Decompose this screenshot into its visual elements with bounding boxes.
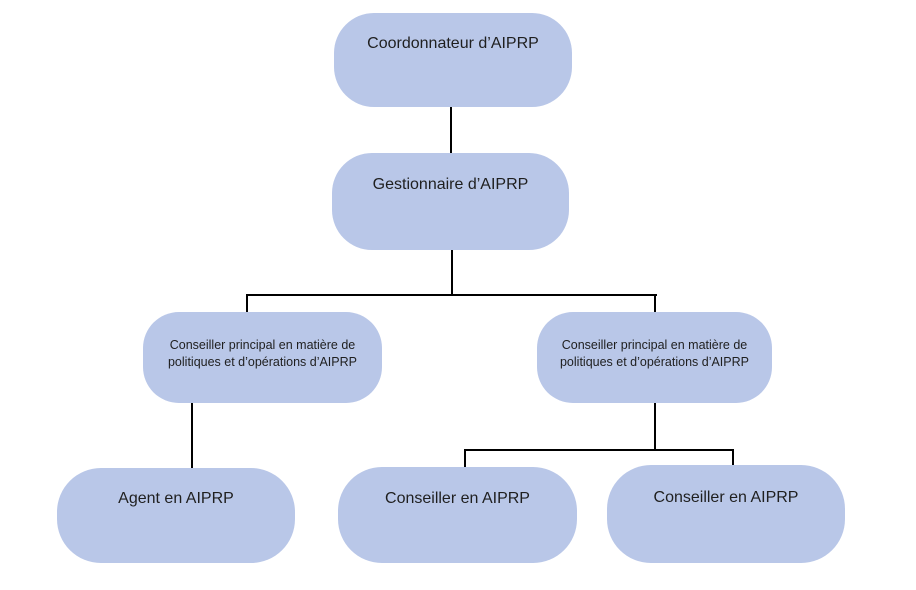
org-node-gestionnaire: Gestionnaire d’AIPRP: [332, 153, 569, 250]
connector-gestionnaire-branch: [246, 294, 657, 296]
connector-coordonnateur-gestionnaire: [450, 107, 452, 153]
org-node-agent: Agent en AIPRP: [57, 468, 295, 563]
org-node-label: Conseiller en AIPRP: [385, 489, 530, 507]
connector-drop-conseiller-principal-2: [654, 294, 656, 312]
connector-drop-conseiller-1: [464, 449, 466, 467]
connector-drop-conseiller-2: [732, 449, 734, 465]
org-node-label: Gestionnaire d’AIPRP: [372, 176, 529, 193]
org-node-conseiller-2: Conseiller en AIPRP: [607, 465, 845, 563]
org-node-label: Coordonnateur d’AIPRP: [367, 34, 539, 52]
org-node-label: Conseiller principal en matière de polit…: [167, 337, 357, 369]
connector-principal2-stem: [654, 403, 656, 451]
connector-gestionnaire-stem: [451, 250, 453, 296]
org-node-conseiller-principal-1: Conseiller principal en matière de polit…: [143, 312, 382, 403]
org-node-conseiller-principal-2: Conseiller principal en matière de polit…: [537, 312, 772, 403]
connector-principal1-agent: [191, 403, 193, 468]
connector-drop-conseiller-principal-1: [246, 294, 248, 312]
org-node-label: Conseiller principal en matière de polit…: [559, 337, 749, 369]
org-node-label: Conseiller en AIPRP: [653, 488, 799, 506]
org-node-coordonnateur: Coordonnateur d’AIPRP: [334, 13, 572, 107]
org-node-label: Agent en AIPRP: [118, 490, 234, 507]
connector-principal2-branch: [464, 449, 734, 451]
org-node-conseiller-1: Conseiller en AIPRP: [338, 467, 577, 563]
